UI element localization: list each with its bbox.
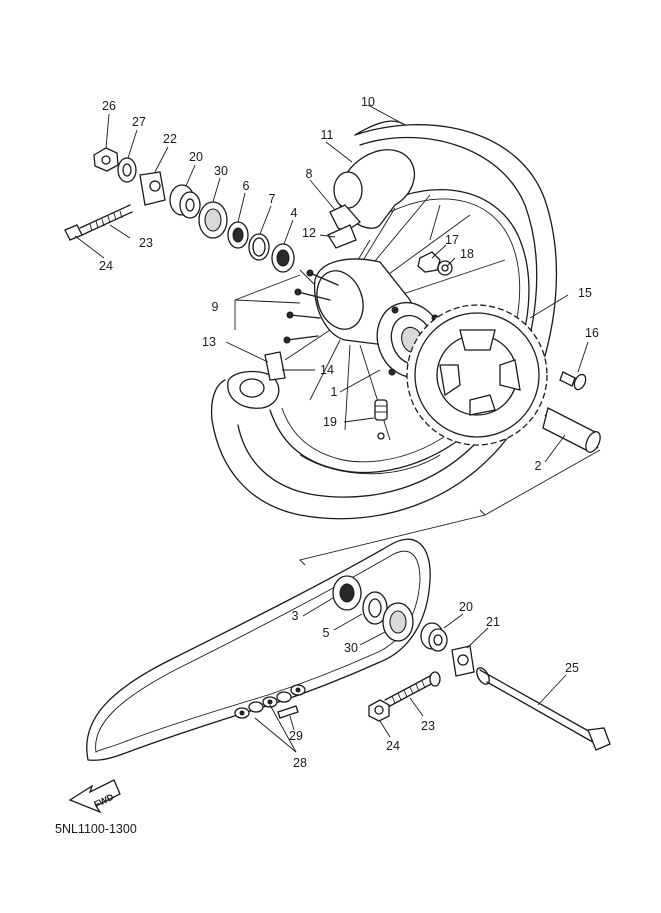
rim-lock	[329, 204, 361, 233]
chain-assembly	[86, 538, 611, 761]
sprocket-bolts	[283, 269, 339, 344]
collar-20	[169, 184, 201, 219]
callout-20-lower: 20	[459, 600, 473, 614]
hub	[313, 258, 444, 378]
callout-1: 1	[331, 385, 338, 399]
rear-wheel-assembly	[210, 120, 601, 520]
callout-8: 8	[306, 167, 313, 181]
callout-15: 15	[578, 286, 592, 300]
callout-27: 27	[132, 115, 146, 129]
callout-21: 21	[486, 615, 500, 629]
callout-23-lower: 23	[421, 719, 435, 733]
callout-14: 14	[320, 363, 334, 377]
callout-29: 29	[289, 729, 303, 743]
tire	[210, 124, 558, 520]
callout-3: 3	[292, 609, 299, 623]
balance-weight	[374, 399, 388, 440]
callout-13: 13	[202, 335, 216, 349]
callout-9: 9	[212, 300, 219, 314]
callout-11: 11	[321, 128, 334, 142]
callout-12: 12	[302, 226, 316, 240]
callout-30-lower: 30	[344, 641, 358, 655]
leader-lines	[74, 104, 589, 753]
group-outline	[299, 449, 601, 566]
diagram-code: 5NL1100-1300	[55, 822, 137, 836]
bolt-16	[559, 371, 587, 391]
sprocket	[406, 304, 548, 446]
callout-4: 4	[291, 206, 298, 220]
valve-nut	[327, 224, 357, 249]
callout-26: 26	[102, 99, 116, 113]
callout-30: 30	[214, 164, 228, 178]
collar	[542, 407, 601, 453]
callout-20: 20	[189, 150, 203, 164]
collar-20-lower	[420, 622, 448, 652]
callout-25: 25	[565, 661, 579, 675]
callout-23: 23	[139, 236, 153, 250]
callout-6: 6	[243, 179, 250, 193]
callout-16: 16	[585, 326, 599, 340]
drive-chain	[86, 538, 431, 761]
callout-24: 24	[99, 259, 113, 273]
callout-19: 19	[323, 415, 337, 429]
nut-17	[417, 251, 441, 273]
chain-joint	[234, 684, 306, 719]
callout-22: 22	[163, 132, 177, 146]
callout-24-lower: 24	[386, 739, 400, 753]
adjust-bolt-23-lower	[384, 671, 441, 708]
callout-2: 2	[535, 459, 542, 473]
callout-10: 10	[361, 95, 375, 109]
callout-18: 18	[460, 247, 474, 261]
axle-25	[476, 667, 611, 751]
callout-labels: 26 27 22 20 30 6 7 4 23 24 10 11 8 12 17…	[99, 95, 599, 770]
callout-7: 7	[269, 192, 276, 206]
left-side-parts	[64, 147, 295, 273]
callout-28: 28	[293, 756, 307, 770]
forward-arrow-icon: FWD	[68, 779, 121, 814]
callout-5: 5	[323, 626, 330, 640]
callout-17: 17	[445, 233, 459, 247]
adjust-bolt-23	[64, 204, 133, 241]
